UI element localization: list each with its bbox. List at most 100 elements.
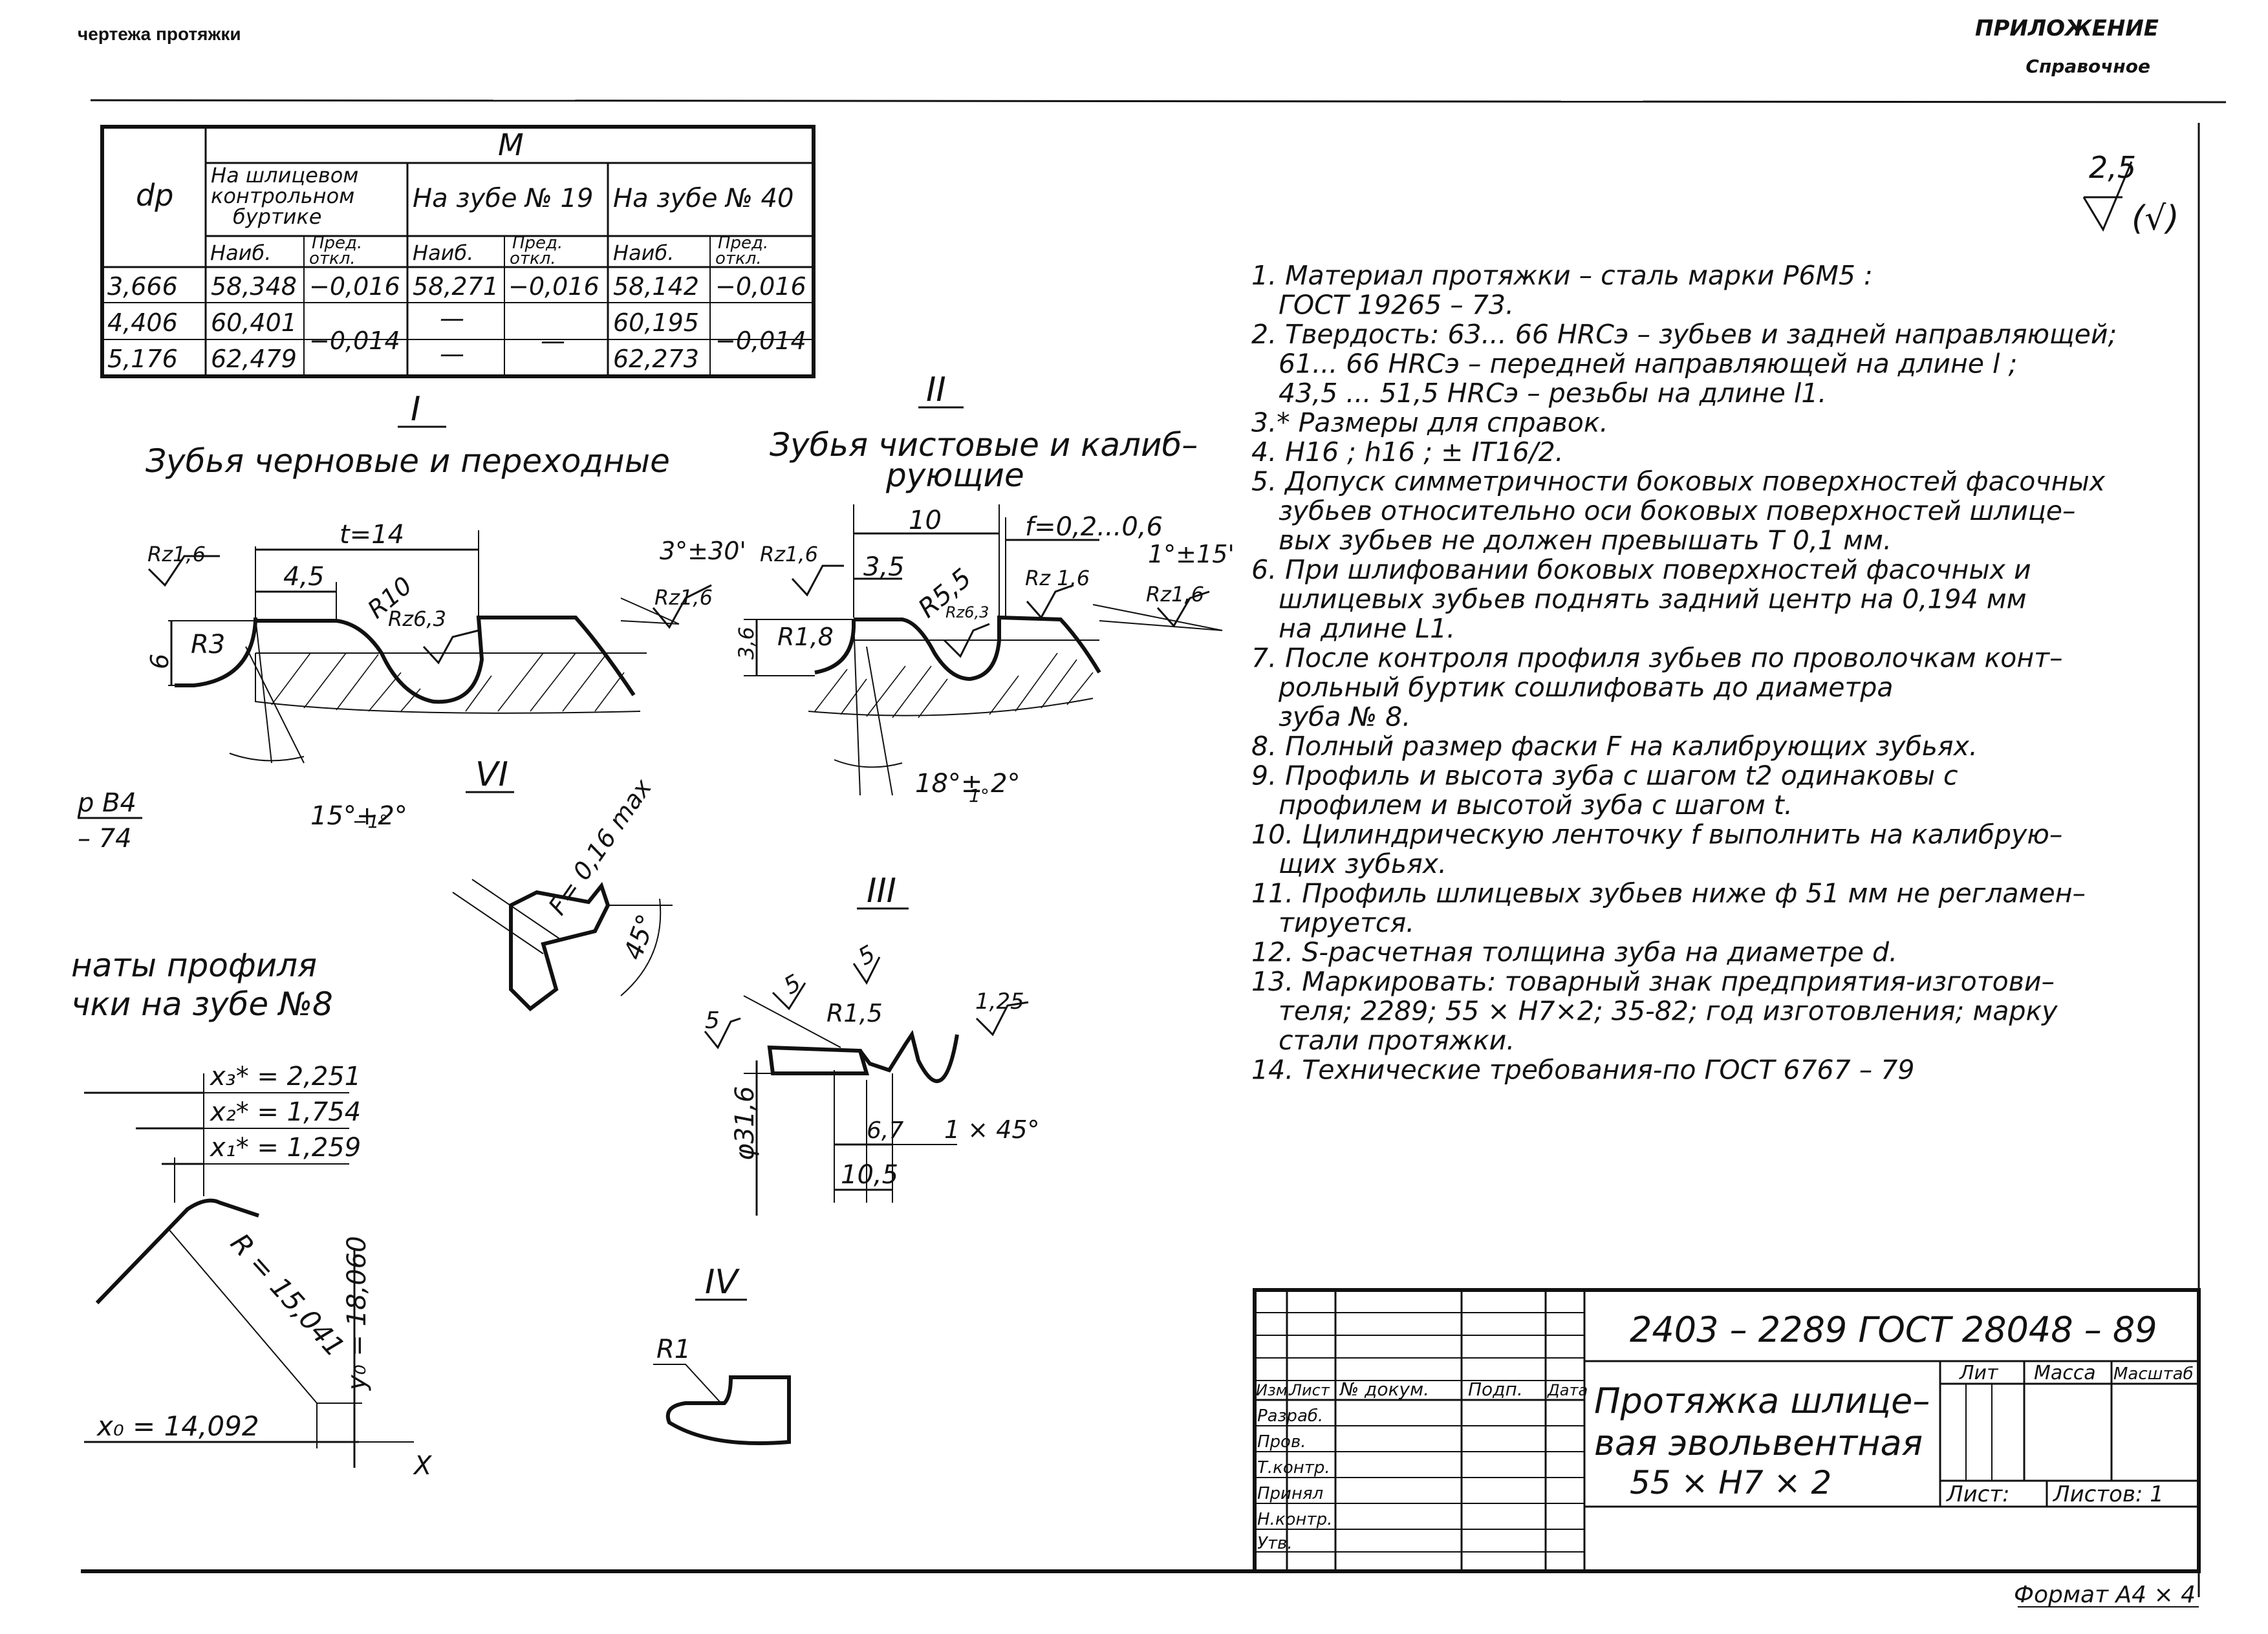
title-block-role: Принял [1257,1484,1323,1503]
view-ii-title-line2: рующие [885,457,1024,494]
view-vi: VI F= 0,16 max 45° [452,755,673,1011]
roughness-mark-icon [652,584,712,629]
title-block-col-list: Лист [1290,1381,1330,1399]
table-cell: 60,401 [211,308,297,337]
view-ii-dim-width: 10 [909,506,942,535]
view-iii-rough1: 5 [705,1007,720,1034]
note-line: 8. Полный размер фаски F на калибрующих … [1251,731,1978,762]
coords-y0: y₀ = 18,060 [342,1236,372,1391]
table-cell: 58,271 [413,272,499,301]
format-label: Формат А4 × 4 [2014,1582,2196,1608]
title-block-col-data: Дата [1547,1381,1588,1399]
view-iv: IV R1 [653,1263,791,1445]
table-sub-naib-3: Наиб. [613,241,674,265]
view-ii-rz-mid2: Rz 1,6 [1025,566,1090,590]
note-line: 13. Маркировать: товарный знак предприят… [1251,966,2055,997]
note-line: 1. Материал протяжки – сталь марки Р6М5 … [1251,260,1873,291]
note-line: 7. После контроля профиля зубьев по пров… [1251,643,2063,674]
view-ii-title-line1: Зубья чистовые и калиб– [770,426,1198,464]
view-ii-dim-r18: R1,8 [777,623,834,651]
header-appendix: ПРИЛОЖЕНИЕ [1975,16,2159,41]
note-line: шлицевых зубьев поднять задний центр на … [1279,584,2027,615]
coords-x0: x₀ = 14,092 [96,1410,259,1442]
roughness-mark-icon [704,1017,741,1049]
coords-R: R = 15,041 [224,1227,351,1363]
view-i-angle-bottom-tol: −1° [352,811,388,832]
roughness-mark-icon [791,564,844,597]
title-block-name-line2: вая эвольвентная [1594,1423,1923,1463]
view-i: I Зубья черновые и переходные [146,390,746,832]
table-sub-pred-3a: Пред. [718,233,768,253]
view-i-dim-r3: R3 [191,630,225,660]
title-block-col-izm: Изм. [1256,1381,1292,1399]
view-ii-rz-mid: Rz6,3 [945,603,989,621]
view-ii-dim-f: f=0,2...0,6 [1025,512,1163,542]
view-ii-angle-bottom-tol: 1° [969,785,989,806]
note-line: 3.* Размеры для справок. [1251,407,1608,438]
view-i-rz-mid: Rz6,3 [388,607,446,631]
title-block-col-doc: № докум. [1339,1379,1429,1400]
table-header-dp: dp [136,178,173,213]
note-line: 61... 66 HRCэ – передней направляющей на… [1279,349,2017,380]
roughness-mark-icon [422,629,479,665]
note-line: щих зубьях. [1279,848,1447,879]
view-iv-label: IV [705,1263,740,1302]
table-header-m: M [498,127,524,162]
coords-x1: x₁* = 1,259 [209,1133,361,1163]
view-i-dim-height: 6 [146,654,174,669]
table-group3: На зубе № 40 [613,184,794,213]
table-group1-line3: буртике [233,204,321,229]
table-cell: 62,479 [211,345,297,373]
coords-x3: x₃* = 2,251 [209,1062,361,1091]
note-line: 6. При шлифовании боковых поверхностей ф… [1251,554,2031,585]
table-cell: −0,014 [715,327,806,355]
view-vi-angle: 45° [618,910,662,963]
view-ii-label: II [926,371,946,409]
view-iii-d105: 10,5 [841,1160,898,1190]
note-line: зуба № 8. [1279,702,1410,733]
view-ii-angle-top: 1°±15' [1148,540,1235,568]
view-iii-label: III [867,872,896,910]
view-i-label: I [411,390,420,429]
involute-profile-curve [95,1198,259,1305]
table-sub-naib-1: Наиб. [210,241,271,265]
table-cell: 60,195 [613,308,699,337]
roughness-mark-icon [975,1001,1029,1037]
note-line: 12. S-расчетная толщина зуба на диаметре… [1251,937,1897,968]
note-line: зубьев относительно оси боковых поверхно… [1279,495,2076,526]
title-block-role: Н.контр. [1257,1510,1332,1529]
note-line: ГОСТ 19265 – 73. [1279,290,1514,321]
coords-axis-x: X [413,1451,433,1481]
note-line: 5. Допуск симметричности боковых поверхн… [1251,466,2106,497]
view-i-rz-left: Rz1,6 [147,542,206,566]
note-line: вых зубьев не должен превышать T 0,1 мм. [1279,525,1892,556]
side-ref-line2: – 74 [78,824,132,854]
view-vi-chamfer-drawing [452,879,673,1011]
note-line: 43,5 ... 51,5 HRCэ – резьбы на длине l1. [1279,378,1826,409]
coords-title-line1: наты профиля [71,947,317,984]
title-block-role: Пров. [1257,1432,1306,1452]
title-block: 2403 – 2289 ГОСТ 28048 – 89 Протяжка шли… [1253,1288,2201,1573]
header-reference: Справочное [2025,56,2150,77]
table-sub-pred-2b: откл. [510,249,556,268]
title-block-sheets: Листов: 1 [2052,1481,2164,1507]
title-block-name-line1: Протяжка шлице– [1594,1381,1930,1421]
table-cell: — [440,339,464,368]
note-line: тируется. [1279,907,1414,938]
view-i-angle-bottom: 15°+2° [310,801,407,831]
note-line: профилем и высотой зуба с шагом t. [1279,790,1793,821]
note-line: 14. Технические требования-по ГОСТ 6767 … [1251,1055,1914,1086]
table-sub-pred-1a: Пред. [312,233,362,253]
view-iii-rough4: 1,25 [975,989,1024,1015]
view-ii-rz-left: Rz1,6 [760,542,818,566]
roughness-mark-icon [772,982,806,1011]
roughness-mark-icon [147,555,220,587]
view-i-title: Зубья черновые и переходные [146,442,670,480]
table-cell: −0,014 [309,327,400,355]
general-roughness-symbol: 2,5 (√) [2082,150,2179,238]
roughness-symbol: (√) [2132,199,2179,238]
view-iii-chamfer: 1 × 45° [944,1115,1040,1144]
title-block-sheet: Лист: [1945,1481,2010,1507]
table-cell: 58,348 [211,272,297,301]
table-cell: 62,273 [613,345,699,373]
